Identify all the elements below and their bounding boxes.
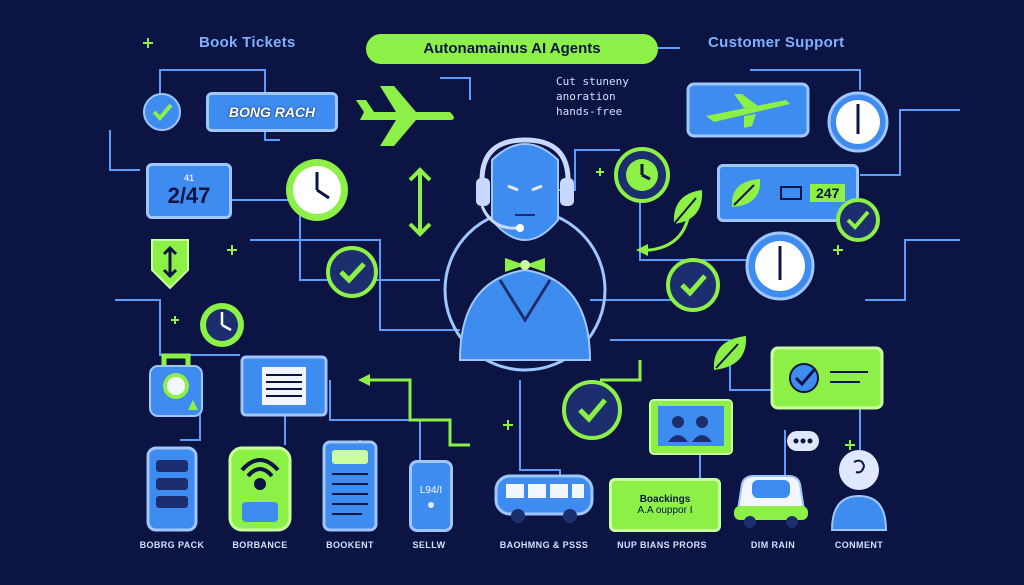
availability-small-text: 41 (183, 173, 194, 183)
tagline-line-2: anoration (556, 90, 616, 103)
clock-icon (286, 159, 348, 221)
tagline-line-1: Cut stuneny (556, 75, 629, 88)
availability-card: 41 2/47 (146, 163, 232, 219)
checkmark-icon (666, 258, 720, 312)
phone-screen-text: L94/I (419, 484, 443, 496)
bus-icon[interactable] (492, 470, 596, 526)
caption-4: SELLW (412, 540, 446, 550)
headset-robot-icon (443, 137, 607, 372)
caption-8: CONMENT (834, 540, 884, 550)
phone-dot (428, 501, 434, 508)
caption-5: BAOHMNG & PSSS (499, 540, 589, 550)
clock-icon (827, 91, 889, 153)
caption-2: BORBANCE (232, 540, 288, 550)
caption-7: DIM RAIN (750, 540, 796, 550)
tagline-line-3: hands-free (556, 105, 623, 118)
person-icon (830, 450, 888, 531)
chat-icon[interactable] (786, 430, 820, 452)
phone-screen[interactable]: L94/I (409, 460, 453, 532)
shield-arrow-icon (151, 239, 189, 290)
ticket-code-text: 247 (810, 184, 846, 202)
ticket-chip (780, 186, 802, 200)
caption-6: NUP BIANS PRORS (617, 540, 707, 550)
ticket-code-card[interactable]: 247 (717, 164, 859, 222)
checkmark-icon (836, 198, 880, 242)
customer-support-label: Customer Support (708, 34, 845, 51)
checkmark-icon (562, 380, 622, 440)
page-title: Autonamainus AI Agents (366, 34, 658, 64)
clock-icon (200, 303, 244, 347)
vertical-arrow-icon (408, 167, 432, 237)
airplane-icon (356, 86, 454, 146)
airplane-ticket-card[interactable] (686, 82, 810, 138)
boarding-reach-panel[interactable]: BONG RACH (206, 92, 338, 132)
boarding-reach-text: BONG RACH (228, 104, 316, 120)
car-icon[interactable] (730, 470, 812, 530)
lock-icon (149, 353, 203, 417)
document-icon[interactable] (322, 440, 378, 532)
checkmark-icon (143, 93, 181, 131)
tagline: Cut stuneny anoration hands-free (556, 74, 666, 119)
bookings-sub: A.A ouppor I (637, 505, 693, 516)
leaf-icon (673, 190, 703, 225)
bookings-title: Boackings (639, 494, 691, 505)
availability-text: 2/47 (167, 183, 211, 208)
caption-3: BOOKENT (326, 540, 374, 550)
leaf-icon (713, 336, 747, 370)
clock-icon (745, 231, 815, 301)
leaf-icon (731, 179, 761, 207)
clock-icon (614, 147, 670, 203)
book-tickets-label: Book Tickets (199, 34, 296, 51)
phone-icon[interactable] (146, 446, 198, 532)
video-meeting-screen[interactable] (648, 398, 734, 456)
document-screen[interactable] (240, 355, 328, 417)
caption-1: BOBRG PACK (139, 540, 205, 550)
wireless-tag-icon[interactable] (228, 446, 292, 532)
checklist-card[interactable] (770, 346, 884, 410)
checkmark-icon (326, 246, 378, 298)
bookings-card[interactable]: Boackings A.A ouppor I (609, 478, 721, 532)
